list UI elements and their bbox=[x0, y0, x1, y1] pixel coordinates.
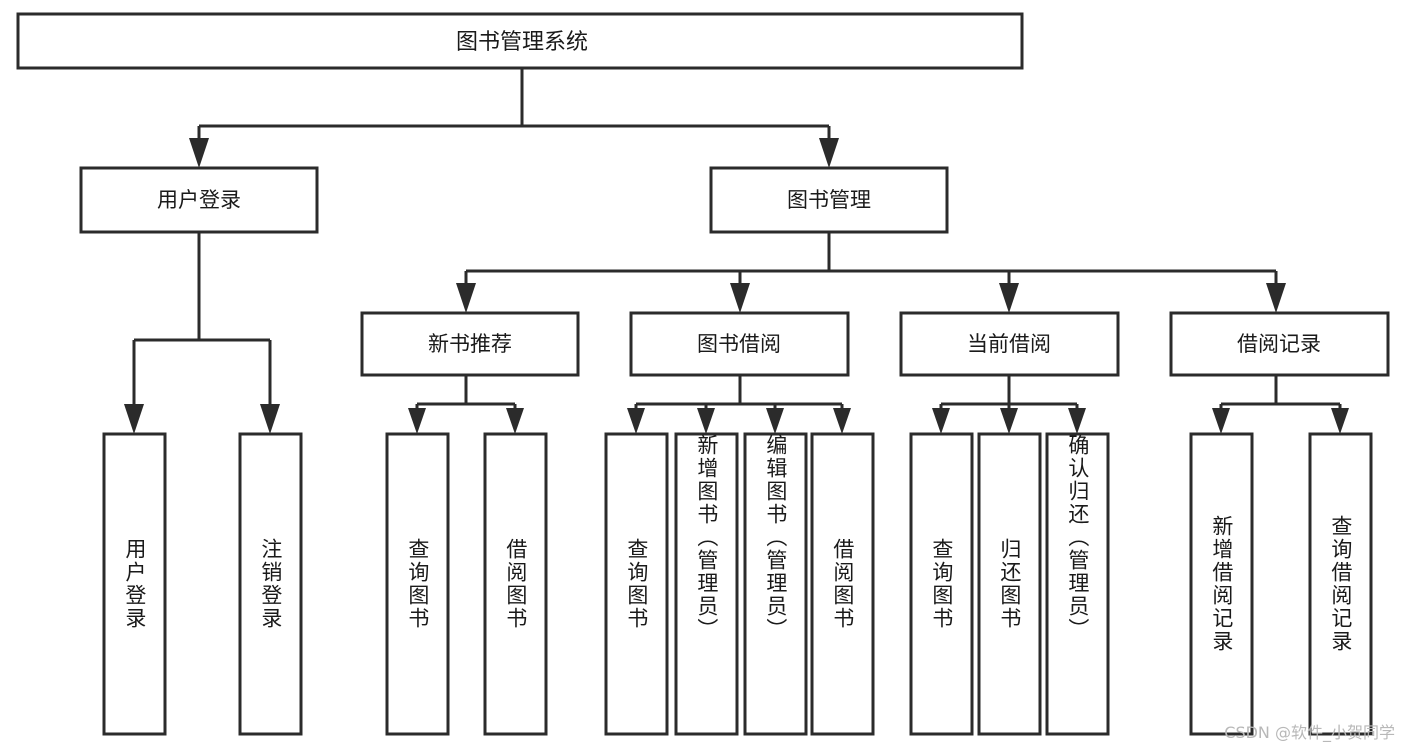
leaf-box-book-borrow-0[interactable] bbox=[604, 432, 669, 736]
node-user-login[interactable]: 用户登录 bbox=[79, 166, 319, 234]
leaf-box-book-borrow-2[interactable] bbox=[743, 432, 808, 736]
arrowhead-leaf-current-borrow-2 bbox=[1068, 408, 1086, 434]
leaf-boxes-book-borrow bbox=[604, 432, 875, 736]
node-borrow-record-label: 借阅记录 bbox=[1237, 332, 1321, 356]
node-new-book-recommend[interactable]: 新书推荐 bbox=[360, 311, 580, 377]
arrowhead-borrow-record bbox=[1266, 283, 1286, 313]
arrowhead-leaf-new-book-0 bbox=[408, 408, 426, 434]
leaf-box-current-borrow-0[interactable] bbox=[909, 432, 974, 736]
watermark-csdn: CSDN @软件_小贺同学 bbox=[1224, 723, 1395, 742]
node-book-manage-label: 图书管理 bbox=[787, 188, 871, 212]
arrowhead-leaf-user-login-1 bbox=[260, 404, 280, 434]
leaf-boxes-user-login bbox=[102, 432, 303, 736]
arrowhead-leaf-book-borrow-3 bbox=[833, 408, 851, 434]
node-root-box[interactable] bbox=[16, 12, 1024, 70]
node-book-manage[interactable]: 图书管理 bbox=[709, 166, 949, 234]
node-current-borrow[interactable]: 当前借阅 bbox=[899, 311, 1120, 377]
connector-group-book-manage bbox=[456, 232, 1286, 313]
connector-group-root bbox=[189, 68, 839, 168]
leaf-box-book-borrow-1[interactable] bbox=[674, 432, 739, 736]
arrowhead-leaf-user-login-0 bbox=[124, 404, 144, 434]
connector-group-user-login bbox=[124, 232, 280, 434]
arrowhead-leaf-borrow-record-0 bbox=[1212, 408, 1230, 434]
leaf-boxes-borrow-record bbox=[1189, 432, 1373, 736]
arrowhead-new-book-recommend bbox=[456, 283, 476, 313]
leaf-box-borrow-record-1[interactable] bbox=[1308, 432, 1373, 736]
leaf-box-current-borrow-2[interactable] bbox=[1045, 432, 1110, 736]
node-new-book-recommend-label: 新书推荐 bbox=[428, 332, 512, 356]
arrowhead-leaf-book-borrow-0 bbox=[627, 408, 645, 434]
node-book-manage-box[interactable] bbox=[709, 166, 949, 234]
arrowhead-leaf-current-borrow-1 bbox=[1000, 408, 1018, 434]
arrowhead-user-login bbox=[189, 138, 209, 168]
arrowhead-leaf-book-borrow-2 bbox=[766, 408, 784, 434]
arrowhead-book-borrow bbox=[730, 283, 750, 313]
node-book-borrow[interactable]: 图书借阅 bbox=[629, 311, 850, 377]
leaf-box-new-book-1[interactable] bbox=[483, 432, 548, 736]
arrowhead-leaf-book-borrow-1 bbox=[697, 408, 715, 434]
connector-group-current-borrow bbox=[932, 375, 1086, 434]
leaf-box-book-borrow-3[interactable] bbox=[810, 432, 875, 736]
node-borrow-record[interactable]: 借阅记录 bbox=[1169, 311, 1390, 377]
node-user-login-label: 用户登录 bbox=[157, 188, 241, 212]
leaf-box-user-login-1[interactable] bbox=[238, 432, 303, 736]
node-new-book-recommend-box[interactable] bbox=[360, 311, 580, 377]
leaf-box-current-borrow-1[interactable] bbox=[977, 432, 1042, 736]
node-current-borrow-box[interactable] bbox=[899, 311, 1120, 377]
node-root-label: 图书管理系统 bbox=[456, 30, 588, 55]
leaf-boxes-current-borrow bbox=[909, 432, 1110, 736]
node-book-borrow-box[interactable] bbox=[629, 311, 850, 377]
leaf-boxes-new-book-recommend bbox=[385, 432, 548, 736]
arrowhead-leaf-new-book-1 bbox=[506, 408, 524, 434]
node-user-login-box[interactable] bbox=[79, 166, 319, 234]
node-book-borrow-label: 图书借阅 bbox=[697, 332, 781, 356]
arrowhead-leaf-current-borrow-0 bbox=[932, 408, 950, 434]
node-root-system[interactable]: 图书管理系统 bbox=[16, 12, 1024, 70]
leaf-box-user-login-0[interactable] bbox=[102, 432, 167, 736]
connector-group-new-book-recommend bbox=[408, 375, 524, 434]
node-borrow-record-box[interactable] bbox=[1169, 311, 1390, 377]
leaf-box-new-book-0[interactable] bbox=[385, 432, 450, 736]
arrowhead-book-manage bbox=[819, 138, 839, 168]
connector-group-book-borrow bbox=[627, 375, 851, 434]
arrowhead-leaf-borrow-record-1 bbox=[1331, 408, 1349, 434]
leaf-box-borrow-record-0[interactable] bbox=[1189, 432, 1254, 736]
arrowhead-current-borrow bbox=[999, 283, 1019, 313]
node-current-borrow-label: 当前借阅 bbox=[967, 332, 1051, 356]
connector-group-borrow-record bbox=[1212, 375, 1349, 434]
